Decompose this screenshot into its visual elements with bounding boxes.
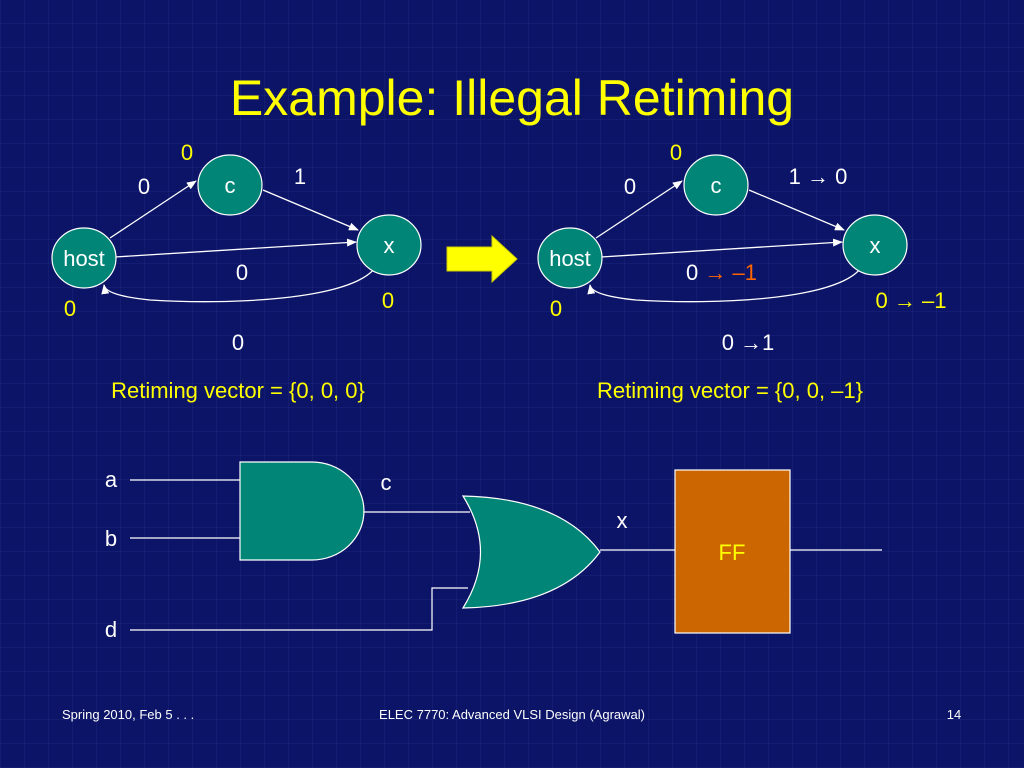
- weight-c-x-r: 1 → 0: [789, 164, 848, 189]
- node-x: [356, 214, 422, 276]
- lag-x: 0: [382, 288, 394, 313]
- node-host: [51, 227, 117, 289]
- node-host-r: [537, 227, 603, 289]
- input-a-label: a: [105, 467, 118, 492]
- signal-x-label: x: [617, 508, 628, 533]
- and-gate: [239, 461, 365, 561]
- node-host-label: host: [63, 246, 105, 271]
- lag-c-r: 0: [670, 140, 682, 165]
- input-b-label: b: [105, 526, 117, 551]
- right-graph: c x host 0 0 0 → –1 0 1 → 0 0 → –1 0 →1 …: [537, 140, 947, 403]
- weight-x-host: 0: [232, 330, 244, 355]
- lag-x-r: 0 → –1: [876, 288, 947, 313]
- transform-arrow: [446, 234, 518, 284]
- footer-page: 14: [947, 707, 961, 722]
- node-c-label-r: c: [711, 173, 722, 198]
- footer-left: Spring 2010, Feb 5 . . .: [62, 707, 194, 722]
- lag-host-r: 0: [550, 296, 562, 321]
- edge-x-host: [101, 267, 376, 303]
- edge-c-x-r: [748, 189, 845, 231]
- weight-x-host-r: 0 →1: [722, 330, 775, 355]
- weight-host-c-r: 0: [624, 174, 636, 199]
- edge-host-x: [114, 238, 357, 258]
- node-c-r: [683, 154, 749, 216]
- weight-host-x-new: → –1: [704, 260, 757, 285]
- node-c-label: c: [225, 173, 236, 198]
- node-c: [197, 154, 263, 216]
- node-x-r: [842, 214, 908, 276]
- edge-host-c: [109, 180, 197, 239]
- footer-center: ELEC 7770: Advanced VLSI Design (Agrawal…: [379, 707, 645, 722]
- lag-c: 0: [181, 140, 193, 165]
- weight-host-x-r: 0 → –1: [686, 260, 757, 285]
- flip-flop: [674, 469, 791, 634]
- weight-host-c: 0: [138, 174, 150, 199]
- retiming-vector-right: Retiming vector = {0, 0, –1}: [597, 378, 863, 403]
- edge-c-x: [262, 189, 359, 231]
- circuit: FF a b d c x: [105, 461, 882, 642]
- lag-host: 0: [64, 296, 76, 321]
- left-graph: c x host 0 0 0 0 1 0 0 Retiming vector =…: [51, 140, 422, 403]
- wire-d: [130, 587, 468, 631]
- edge-host-c-r: [595, 180, 683, 239]
- weight-c-x: 1: [294, 164, 306, 189]
- weight-host-x: 0: [236, 260, 248, 285]
- retiming-vector-left: Retiming vector = {0, 0, 0}: [111, 378, 365, 403]
- weight-host-x-old: 0: [686, 260, 704, 285]
- node-x-label: x: [384, 233, 395, 258]
- edge-x-host-r: [587, 267, 862, 303]
- node-x-label-r: x: [870, 233, 881, 258]
- flip-flop-label: FF: [719, 540, 746, 565]
- slide-title: Example: Illegal Retiming: [230, 70, 794, 126]
- edge-host-x-r: [600, 238, 843, 258]
- node-host-label-r: host: [549, 246, 591, 271]
- signal-c-label: c: [381, 470, 392, 495]
- or-gate: [461, 495, 601, 609]
- input-d-label: d: [105, 617, 117, 642]
